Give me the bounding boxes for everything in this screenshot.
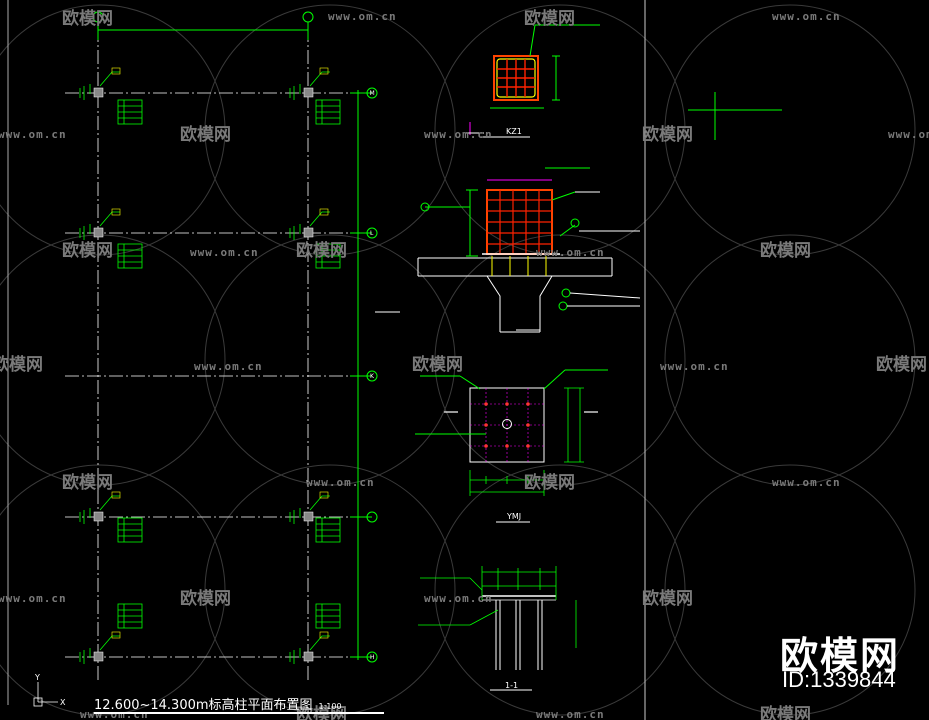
svg-text:欧模网: 欧模网: [760, 704, 811, 720]
axis-bubble-L: L: [366, 227, 378, 239]
svg-text:H: H: [370, 654, 375, 661]
svg-text:www.om.cn: www.om.cn: [424, 128, 493, 141]
svg-text:www.om.cn: www.om.cn: [536, 246, 605, 259]
svg-text:欧模网: 欧模网: [524, 8, 575, 29]
watermark-logo: 欧模网: [780, 634, 901, 678]
ucs-y-label: Y: [34, 673, 40, 682]
svg-text:www.om.cn: www.om.cn: [536, 708, 605, 720]
column-tags: [111, 67, 329, 639]
svg-text:欧模网: 欧模网: [642, 588, 693, 609]
axis-bubble-plain: [366, 511, 378, 523]
svg-text:M: M: [370, 90, 375, 97]
schedule-tables: [117, 99, 341, 629]
svg-text:欧模网: 欧模网: [524, 472, 575, 493]
svg-text:www.om.cn: www.om.cn: [660, 360, 729, 373]
svg-text:欧模网: 欧模网: [180, 124, 231, 145]
column-markers: [93, 87, 314, 662]
svg-text:欧模网: 欧模网: [296, 240, 347, 261]
svg-text:www.om.cn: www.om.cn: [328, 10, 397, 23]
svg-text:www.om.cn: www.om.cn: [190, 246, 259, 259]
svg-text:欧模网: 欧模网: [62, 240, 113, 261]
svg-text:www.om.cn: www.om.cn: [0, 128, 67, 141]
svg-text:www.om.cn: www.om.cn: [888, 128, 929, 141]
watermark-id: ID:1339844: [782, 667, 896, 692]
svg-text:欧模网: 欧模网: [760, 240, 811, 261]
kz1-column-section: KZ1: [465, 24, 600, 138]
drawing-scale: 1:100: [318, 702, 342, 711]
right-sheet-fragment: [688, 92, 782, 140]
svg-text:欧模网: 欧模网: [180, 588, 231, 609]
kz1-label: KZ1: [506, 127, 522, 136]
ymj-label: YMJ: [506, 512, 521, 521]
axis-bubble-K: K: [366, 370, 378, 382]
svg-text:K: K: [370, 373, 375, 380]
svg-text:欧模网: 欧模网: [642, 124, 693, 145]
svg-text:L: L: [370, 230, 374, 237]
axis-bubble-M: M: [366, 87, 378, 99]
column-layout-plan: M L K H: [7, 0, 378, 707]
ymj-base-plate: YMJ: [415, 369, 608, 523]
svg-text:欧模网: 欧模网: [0, 354, 43, 375]
svg-text:www.om.cn: www.om.cn: [0, 592, 67, 605]
svg-text:欧模网: 欧模网: [62, 472, 113, 493]
svg-text:www.om.cn: www.om.cn: [306, 476, 375, 489]
svg-text:www.om.cn: www.om.cn: [194, 360, 263, 373]
drawing-title-text: 12.600~14.300m标高柱平面布置图: [94, 698, 313, 713]
svg-text:www.om.cn: www.om.cn: [772, 476, 841, 489]
svg-text:欧模网: 欧模网: [876, 354, 927, 375]
svg-text:欧模网: 欧模网: [62, 8, 113, 29]
svg-text:www.om.cn: www.om.cn: [80, 708, 149, 720]
title-underline: [94, 712, 384, 714]
axis-bubble-H: H: [366, 651, 378, 663]
watermark-layer: 欧模网 www.om.cn 欧模网 www.om.cn www.om.cn 欧模…: [0, 8, 929, 720]
column-base-elevation: [375, 167, 641, 333]
ucs-icon: [33, 682, 58, 707]
svg-text:www.om.cn: www.om.cn: [772, 10, 841, 23]
section-1-1-label: 1-1: [505, 681, 518, 690]
svg-text:www.om.cn: www.om.cn: [424, 592, 493, 605]
ucs-x-label: X: [60, 698, 66, 707]
drawing-title: 12.600~14.300m标高柱平面布置图 1:100: [94, 694, 342, 713]
svg-text:欧模网: 欧模网: [412, 354, 463, 375]
section-1-1: 1-1: [418, 566, 577, 691]
